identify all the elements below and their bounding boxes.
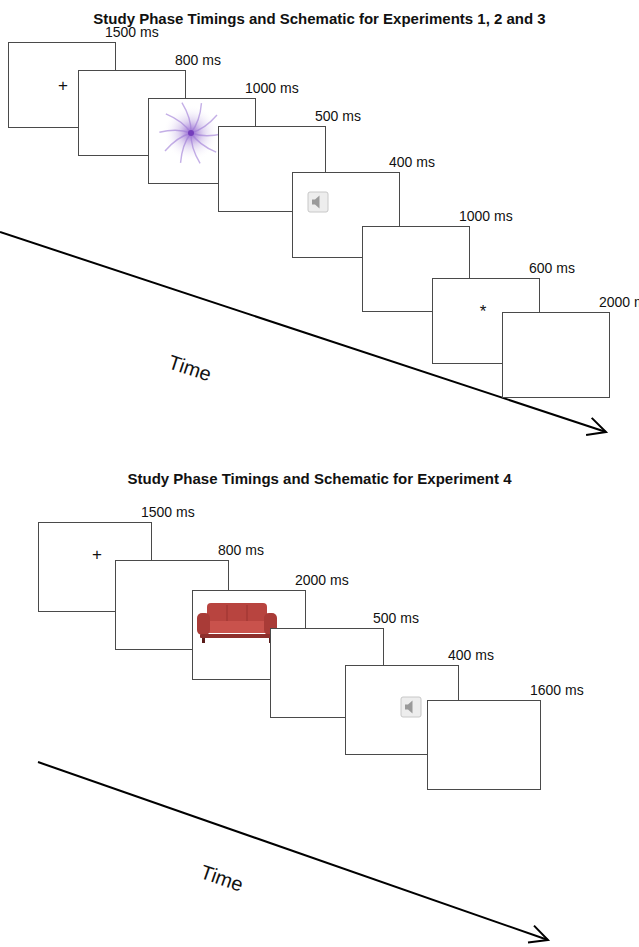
fixation-symbol: +: [92, 545, 102, 565]
speaker-icon: [400, 696, 422, 718]
duration-label: 1600 ms: [530, 682, 584, 698]
duration-label: 1500 ms: [141, 504, 195, 520]
duration-label: 2000 ms: [295, 572, 349, 588]
sofa-image: [197, 599, 277, 645]
duration-label: 1000 ms: [245, 80, 299, 96]
fixation-symbol: +: [58, 76, 68, 96]
speaker-icon: [307, 191, 329, 213]
screen-frame: 1600 ms: [427, 700, 541, 790]
duration-label: 400 ms: [448, 647, 494, 663]
screen-frame: 2000 ms: [502, 312, 610, 398]
duration-label: 400 ms: [389, 154, 435, 170]
axis-label: Time: [198, 860, 247, 896]
duration-label: 500 ms: [315, 108, 361, 124]
duration-label: 600 ms: [529, 260, 575, 276]
duration-label: 500 ms: [373, 610, 419, 626]
duration-label: 1000 ms: [459, 208, 513, 224]
arrow-head: [586, 418, 606, 435]
duration-label: 800 ms: [218, 542, 264, 558]
axis-label: Time: [166, 350, 215, 386]
section-heading: Study Phase Timings and Schematic for Ex…: [127, 470, 511, 487]
duration-label: 2000 ms: [599, 294, 639, 310]
section-heading: Study Phase Timings and Schematic for Ex…: [93, 10, 545, 27]
arrow-head: [528, 926, 548, 943]
duration-label: 800 ms: [175, 52, 221, 68]
fixation-symbol: *: [480, 302, 487, 322]
